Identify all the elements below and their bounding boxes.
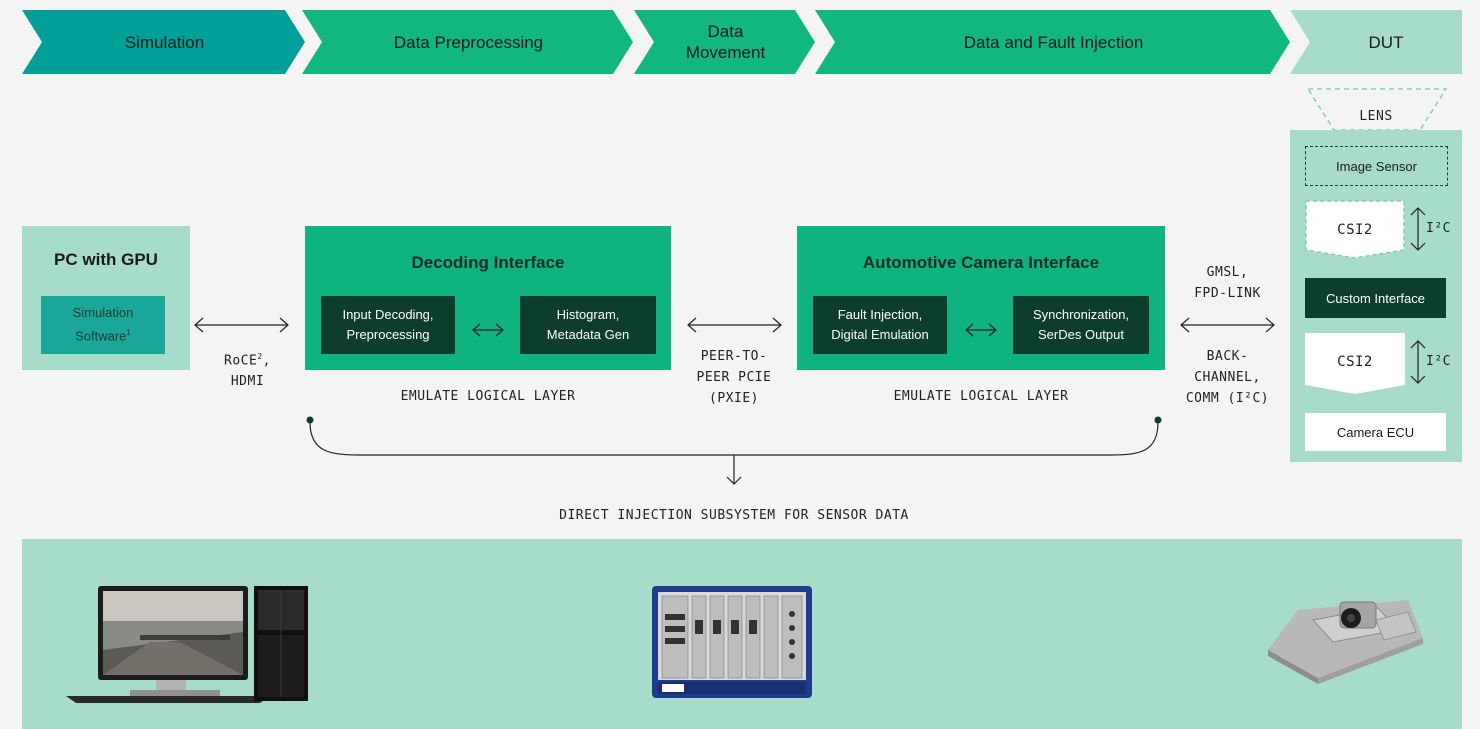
camera-interface-caption: EMULATE LOGICAL LAYER <box>893 389 1069 404</box>
chevron-simulation <box>22 10 305 74</box>
pxi-chassis-illustration <box>652 586 812 698</box>
lens-label: LENS <box>1359 109 1393 124</box>
arrow-camera-inner-icon <box>965 323 997 337</box>
link-pcie-label: PEER-TO- PEER PCIE (PXIE) <box>696 349 772 406</box>
arrow-decoding-camera-icon <box>687 317 782 333</box>
chevron-dut <box>1290 10 1462 74</box>
link-gmsl-label: GMSL, FPD-LINK <box>1194 265 1261 301</box>
subsystem-label: DIRECT INJECTION SUBSYSTEM FOR SENSOR DA… <box>559 508 909 523</box>
simulation-software: Simulation Software1 <box>41 296 165 354</box>
arrow-camera-dut-icon <box>1180 317 1275 333</box>
i2c-bottom-arrow-icon <box>1410 340 1426 384</box>
i2c-bottom-label: I²C <box>1426 354 1451 369</box>
stage-data-movement: Data Movement <box>685 22 766 62</box>
camera-ecu-illustration <box>1268 600 1423 684</box>
decoding-interface-title: Decoding Interface <box>411 253 565 272</box>
chevron-data-preprocessing <box>302 10 633 74</box>
input-decoding-block: Input Decoding,Preprocessing <box>321 296 455 354</box>
i2c-top-label: I²C <box>1426 221 1451 236</box>
stage-simulation: Simulation <box>124 32 205 52</box>
stage-data-fault-injection: Data and Fault Injection <box>963 32 1144 52</box>
csi2-top-label: CSI2 <box>1337 222 1373 238</box>
lens-shape <box>1306 88 1448 131</box>
csi2-top-shape <box>1305 200 1405 259</box>
arrow-decoding-inner-icon <box>472 323 504 337</box>
fault-injection-block: Fault Injection,Digital Emulation <box>813 296 947 354</box>
pc-monitor-tower-illustration <box>66 586 308 703</box>
arrow-pc-decoding-icon <box>194 317 289 333</box>
camera-ecu-box: Camera ECU <box>1305 413 1446 451</box>
csi2-bottom-shape <box>1305 333 1405 394</box>
decoding-caption: EMULATE LOGICAL LAYER <box>400 389 576 404</box>
histogram-block: Histogram,Metadata Gen <box>520 296 656 354</box>
camera-interface-title: Automotive Camera Interface <box>862 253 1100 272</box>
custom-interface-box: Custom Interface <box>1305 278 1446 318</box>
image-sensor-box: Image Sensor <box>1305 146 1448 186</box>
chevron-data-fault-injection <box>815 10 1290 74</box>
stage-data-preprocessing: Data Preprocessing <box>393 32 544 52</box>
i2c-top-arrow-icon <box>1410 207 1426 251</box>
pipeline-chevrons <box>22 10 1462 74</box>
pc-title: PC with GPU <box>54 250 158 269</box>
synchronization-block: Synchronization,SerDes Output <box>1013 296 1149 354</box>
csi2-bottom-label: CSI2 <box>1337 354 1373 370</box>
link-backchannel-label: BACK- CHANNEL, COMM (I²C) <box>1185 349 1270 406</box>
chevron-data-movement <box>634 10 815 74</box>
stage-dut: DUT <box>1368 32 1404 52</box>
subsystem-bracket <box>309 421 1159 456</box>
link-roce-hdmi-label: RoCE2, HDMI <box>224 352 271 390</box>
